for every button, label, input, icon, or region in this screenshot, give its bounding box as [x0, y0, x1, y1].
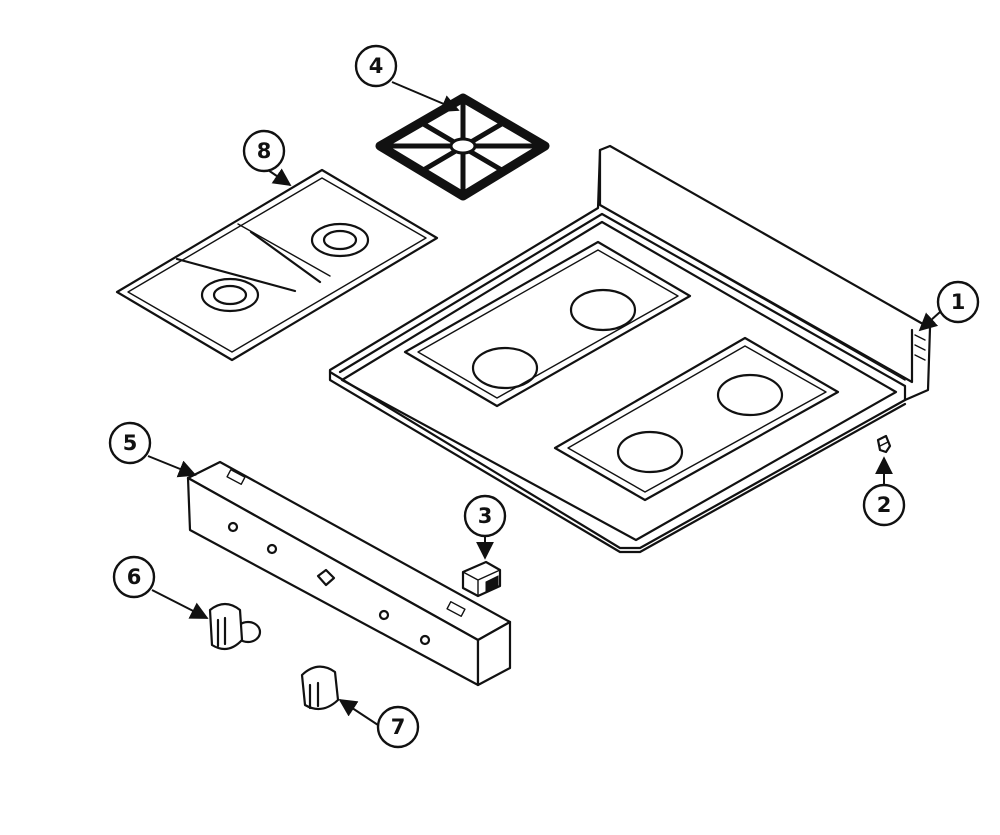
callout-2: 2 — [862, 483, 906, 527]
callout-3: 3 — [463, 494, 507, 538]
control-panel-part — [186, 460, 512, 687]
callout-1-label: 1 — [951, 290, 966, 314]
leader-1 — [918, 311, 941, 332]
knob-left-part — [208, 602, 262, 651]
callout-3-label: 3 — [478, 504, 493, 528]
callout-4-label: 4 — [369, 54, 384, 78]
leader-7 — [338, 699, 379, 726]
callout-1: 1 — [936, 280, 980, 324]
leader-4 — [391, 81, 460, 112]
burner-tray-part — [115, 168, 439, 362]
switch-part — [461, 560, 502, 598]
leader-6 — [151, 589, 209, 619]
callout-6-label: 6 — [127, 565, 142, 589]
clip-part — [876, 434, 892, 454]
cooktop-main — [328, 144, 932, 554]
callout-6: 6 — [112, 555, 156, 599]
callout-7-label: 7 — [391, 715, 406, 739]
grate-part — [375, 93, 550, 201]
leader-5 — [147, 455, 197, 478]
leader-8 — [267, 168, 292, 187]
callout-8-label: 8 — [257, 139, 272, 163]
callout-2-label: 2 — [877, 493, 892, 517]
callout-4: 4 — [354, 44, 398, 88]
knob-right-part — [300, 665, 340, 711]
callout-8: 8 — [242, 129, 286, 173]
callout-5: 5 — [108, 421, 152, 465]
callout-5-label: 5 — [123, 431, 138, 455]
callout-7: 7 — [376, 705, 420, 749]
